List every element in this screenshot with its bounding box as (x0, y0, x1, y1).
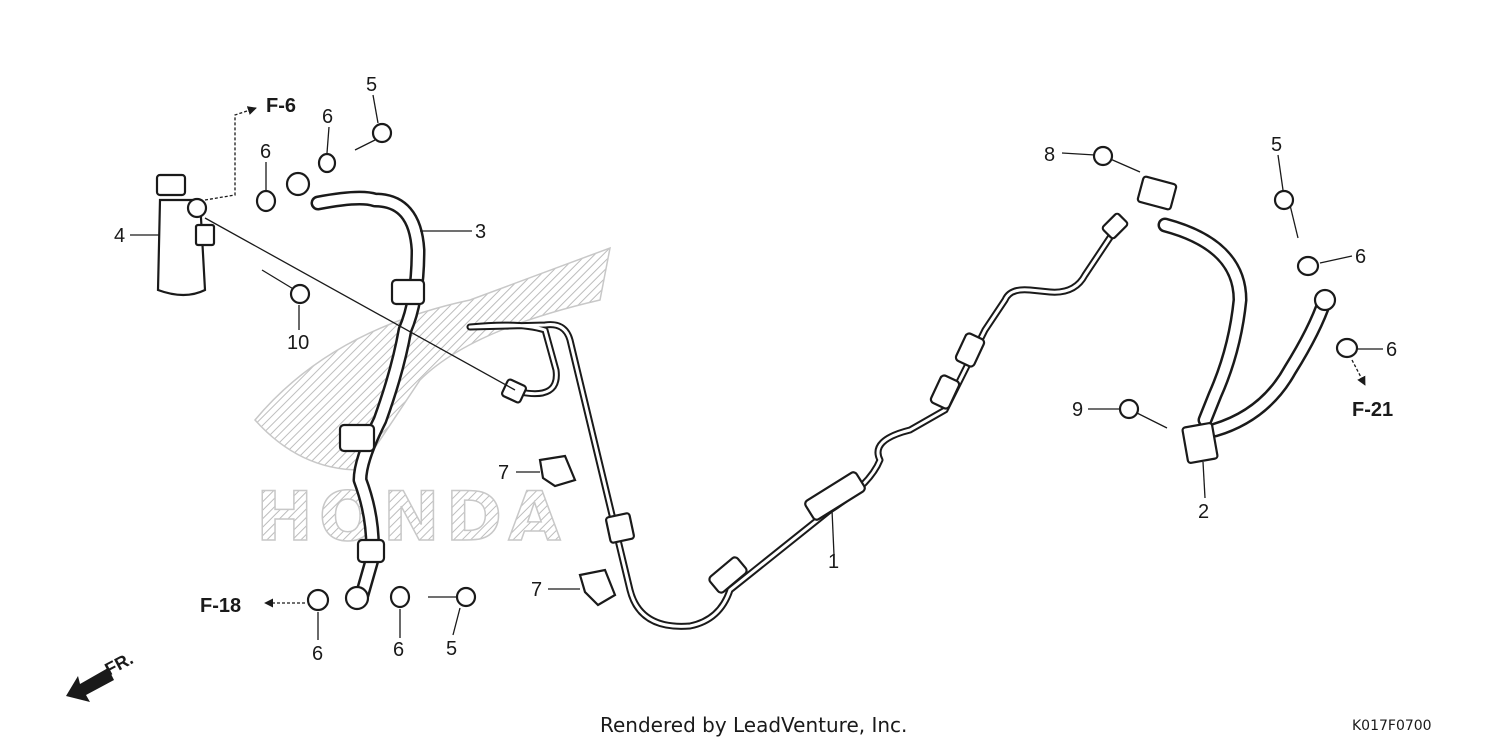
reference-f21: F-21 (1352, 399, 1393, 421)
joint-block-part-4 (155, 173, 216, 297)
reference-f18: F-18 (200, 595, 241, 617)
callout-7-a: 7 (498, 462, 509, 484)
bolt-part-5-right (1273, 189, 1299, 239)
diagram-code: K017F0700 (1352, 718, 1432, 734)
callout-5-top: 5 (366, 74, 377, 96)
render-credit: Rendered by LeadVenture, Inc. (600, 713, 907, 737)
f21-reference-arrow (1351, 359, 1366, 386)
honda-watermark-text: HONDA (256, 478, 567, 557)
callout-3: 3 (475, 221, 486, 243)
reference-f6: F-6 (266, 95, 296, 117)
callout-1: 1 (828, 551, 839, 573)
brake-hose-part-3 (285, 171, 426, 611)
bolt-part-10 (261, 269, 311, 305)
callout-8: 8 (1044, 144, 1055, 166)
honda-watermark: HONDA (254, 246, 611, 558)
honda-wing-logo (254, 246, 611, 471)
brake-hose-part-2 (1136, 175, 1337, 464)
bolt-part-5-top (354, 122, 393, 151)
callout-6-d: 6 (393, 639, 404, 661)
callout-7-b: 7 (531, 579, 542, 601)
callout-9: 9 (1072, 399, 1083, 421)
callout-5-bottom: 5 (446, 638, 457, 660)
callout-6-e: 6 (1355, 246, 1366, 268)
callout-6-a: 6 (322, 106, 333, 128)
assembly-guide-line (204, 217, 516, 391)
bolt-part-9 (1118, 398, 1168, 429)
clamps-part-7 (538, 454, 617, 607)
callout-2: 2 (1198, 501, 1209, 523)
callout-leaders (130, 94, 1383, 640)
callout-5-right: 5 (1271, 134, 1282, 156)
front-arrow-icon (66, 668, 114, 702)
callout-6-f: 6 (1386, 339, 1397, 361)
bolt-part-5-bottom (428, 586, 477, 608)
callout-4: 4 (114, 225, 125, 247)
callout-numbers: 1 2 3 4 5 5 5 6 6 6 6 6 6 7 7 8 9 10 (114, 74, 1397, 665)
callout-6-c: 6 (312, 643, 323, 665)
callout-6-b: 6 (260, 141, 271, 163)
front-direction-indicator: FR. (66, 648, 136, 702)
washers-part-6 (255, 152, 1359, 612)
brake-pipe-part-1 (466, 212, 1129, 630)
f6-reference-arrow (204, 106, 257, 201)
callout-10: 10 (287, 332, 309, 354)
bolt-part-8 (1092, 145, 1141, 173)
